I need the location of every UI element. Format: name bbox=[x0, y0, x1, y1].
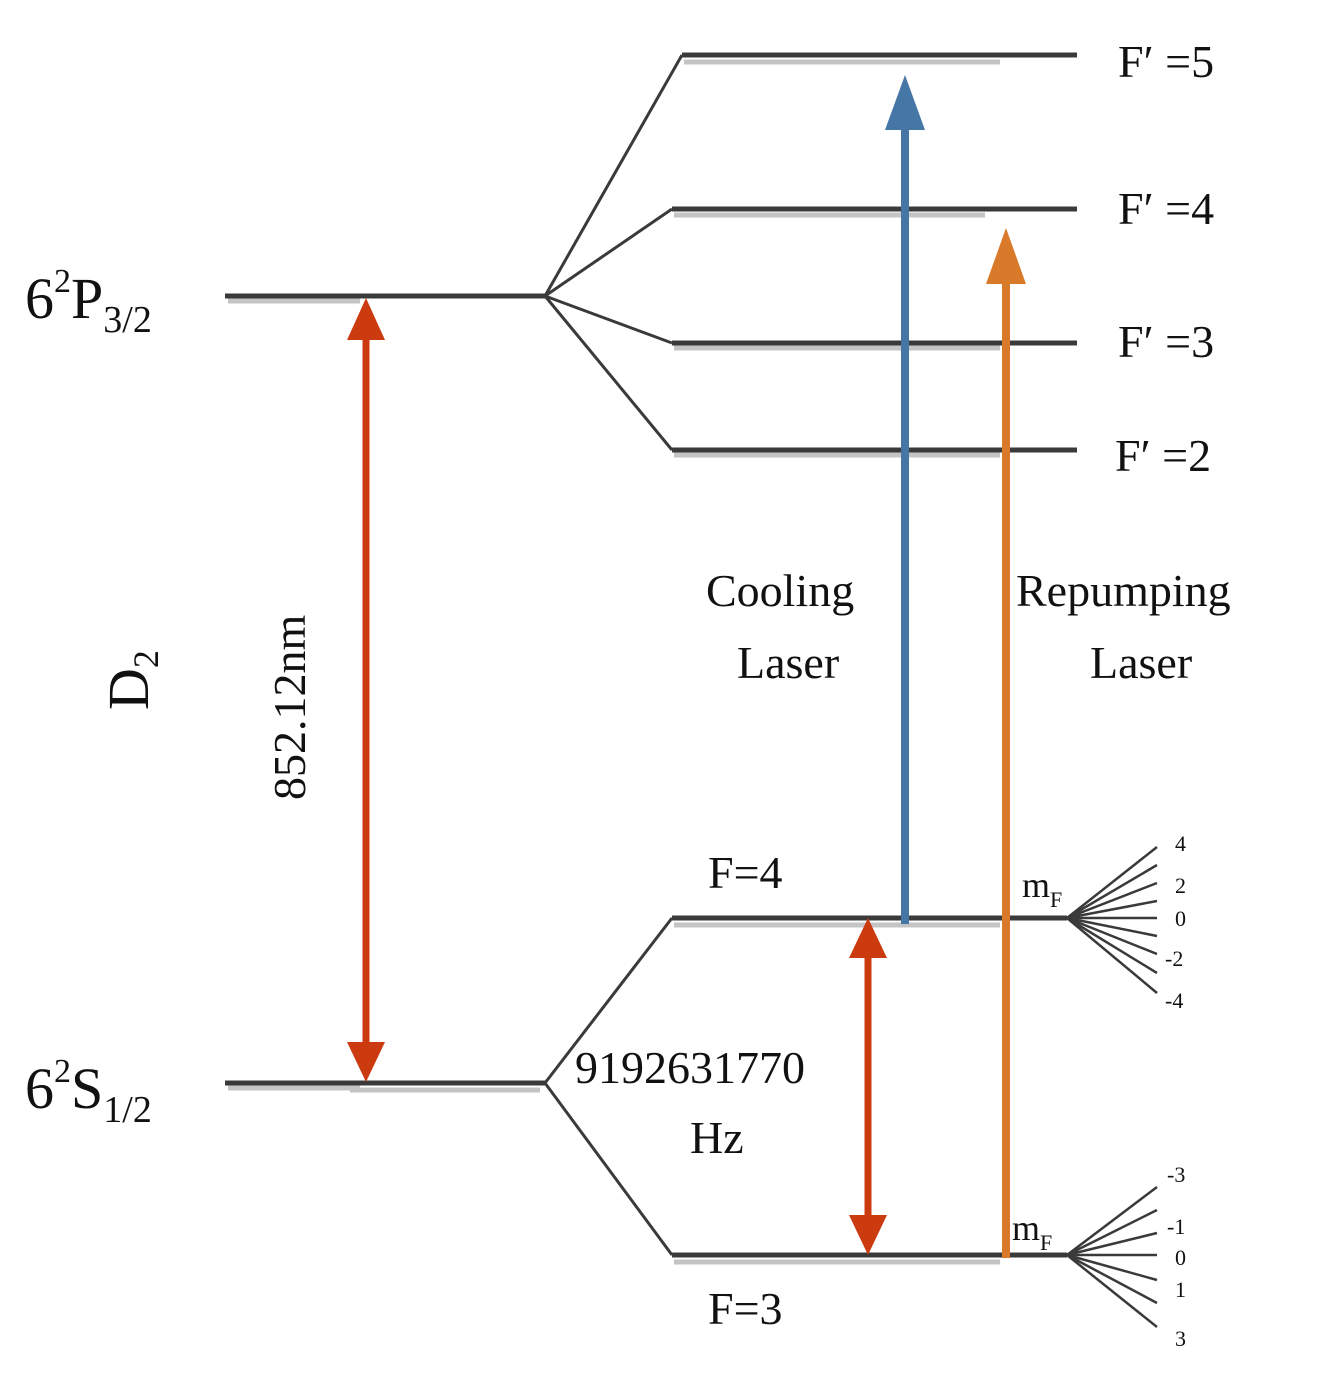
label-mf-upper: mF bbox=[1022, 865, 1062, 912]
level-shadows bbox=[228, 59, 1000, 1265]
mf-upper-tick: 4 bbox=[1175, 831, 1186, 856]
mf-lower-tick: -1 bbox=[1167, 1214, 1185, 1239]
excited-connectors bbox=[543, 54, 684, 451]
label-frequency-value: 9192631770 bbox=[575, 1042, 805, 1093]
mf-lower-tick: 0 bbox=[1175, 1245, 1186, 1270]
label-fprime-3: F′ =3 bbox=[1118, 316, 1214, 367]
mf-lower-tick: -3 bbox=[1167, 1162, 1185, 1187]
ground-connectors bbox=[543, 917, 674, 1256]
label-6p32: 62P3/2 bbox=[25, 263, 152, 341]
mf-lower-tick: 3 bbox=[1175, 1326, 1186, 1351]
label-fprime-4: F′ =4 bbox=[1118, 183, 1214, 234]
label-repumping-line2: Laser bbox=[1090, 637, 1192, 688]
label-f-4: F=4 bbox=[708, 847, 783, 898]
label-cooling-line2: Laser bbox=[737, 637, 839, 688]
cooling-laser-arrow bbox=[885, 75, 925, 924]
repumping-laser-arrow bbox=[986, 228, 1026, 1258]
label-6s12: 62S1/2 bbox=[25, 1053, 152, 1131]
label-frequency-unit: Hz bbox=[690, 1112, 744, 1163]
mf-fan-upper bbox=[1066, 846, 1158, 994]
label-cooling-line1: Cooling bbox=[706, 565, 854, 616]
label-wavelength: 852.12nm bbox=[264, 615, 315, 801]
label-fprime-2: F′ =2 bbox=[1115, 430, 1211, 481]
label-fprime-5: F′ =5 bbox=[1118, 36, 1214, 87]
mf-upper-tick: 0 bbox=[1175, 906, 1186, 931]
mf-lower-tick: 1 bbox=[1175, 1277, 1186, 1302]
mf-fan-lower bbox=[1066, 1186, 1158, 1328]
label-d2: D2 bbox=[96, 650, 166, 710]
mf-upper-tick: -2 bbox=[1165, 946, 1183, 971]
mf-upper-tick: -4 bbox=[1165, 988, 1183, 1013]
label-mf-lower: mF bbox=[1012, 1208, 1052, 1255]
mf-upper-tick: 2 bbox=[1175, 873, 1186, 898]
label-f-3: F=3 bbox=[708, 1283, 783, 1334]
label-repumping-line1: Repumping bbox=[1016, 565, 1231, 616]
clock-transition-arrow bbox=[849, 918, 887, 1255]
d2-transition-arrow bbox=[347, 298, 385, 1082]
